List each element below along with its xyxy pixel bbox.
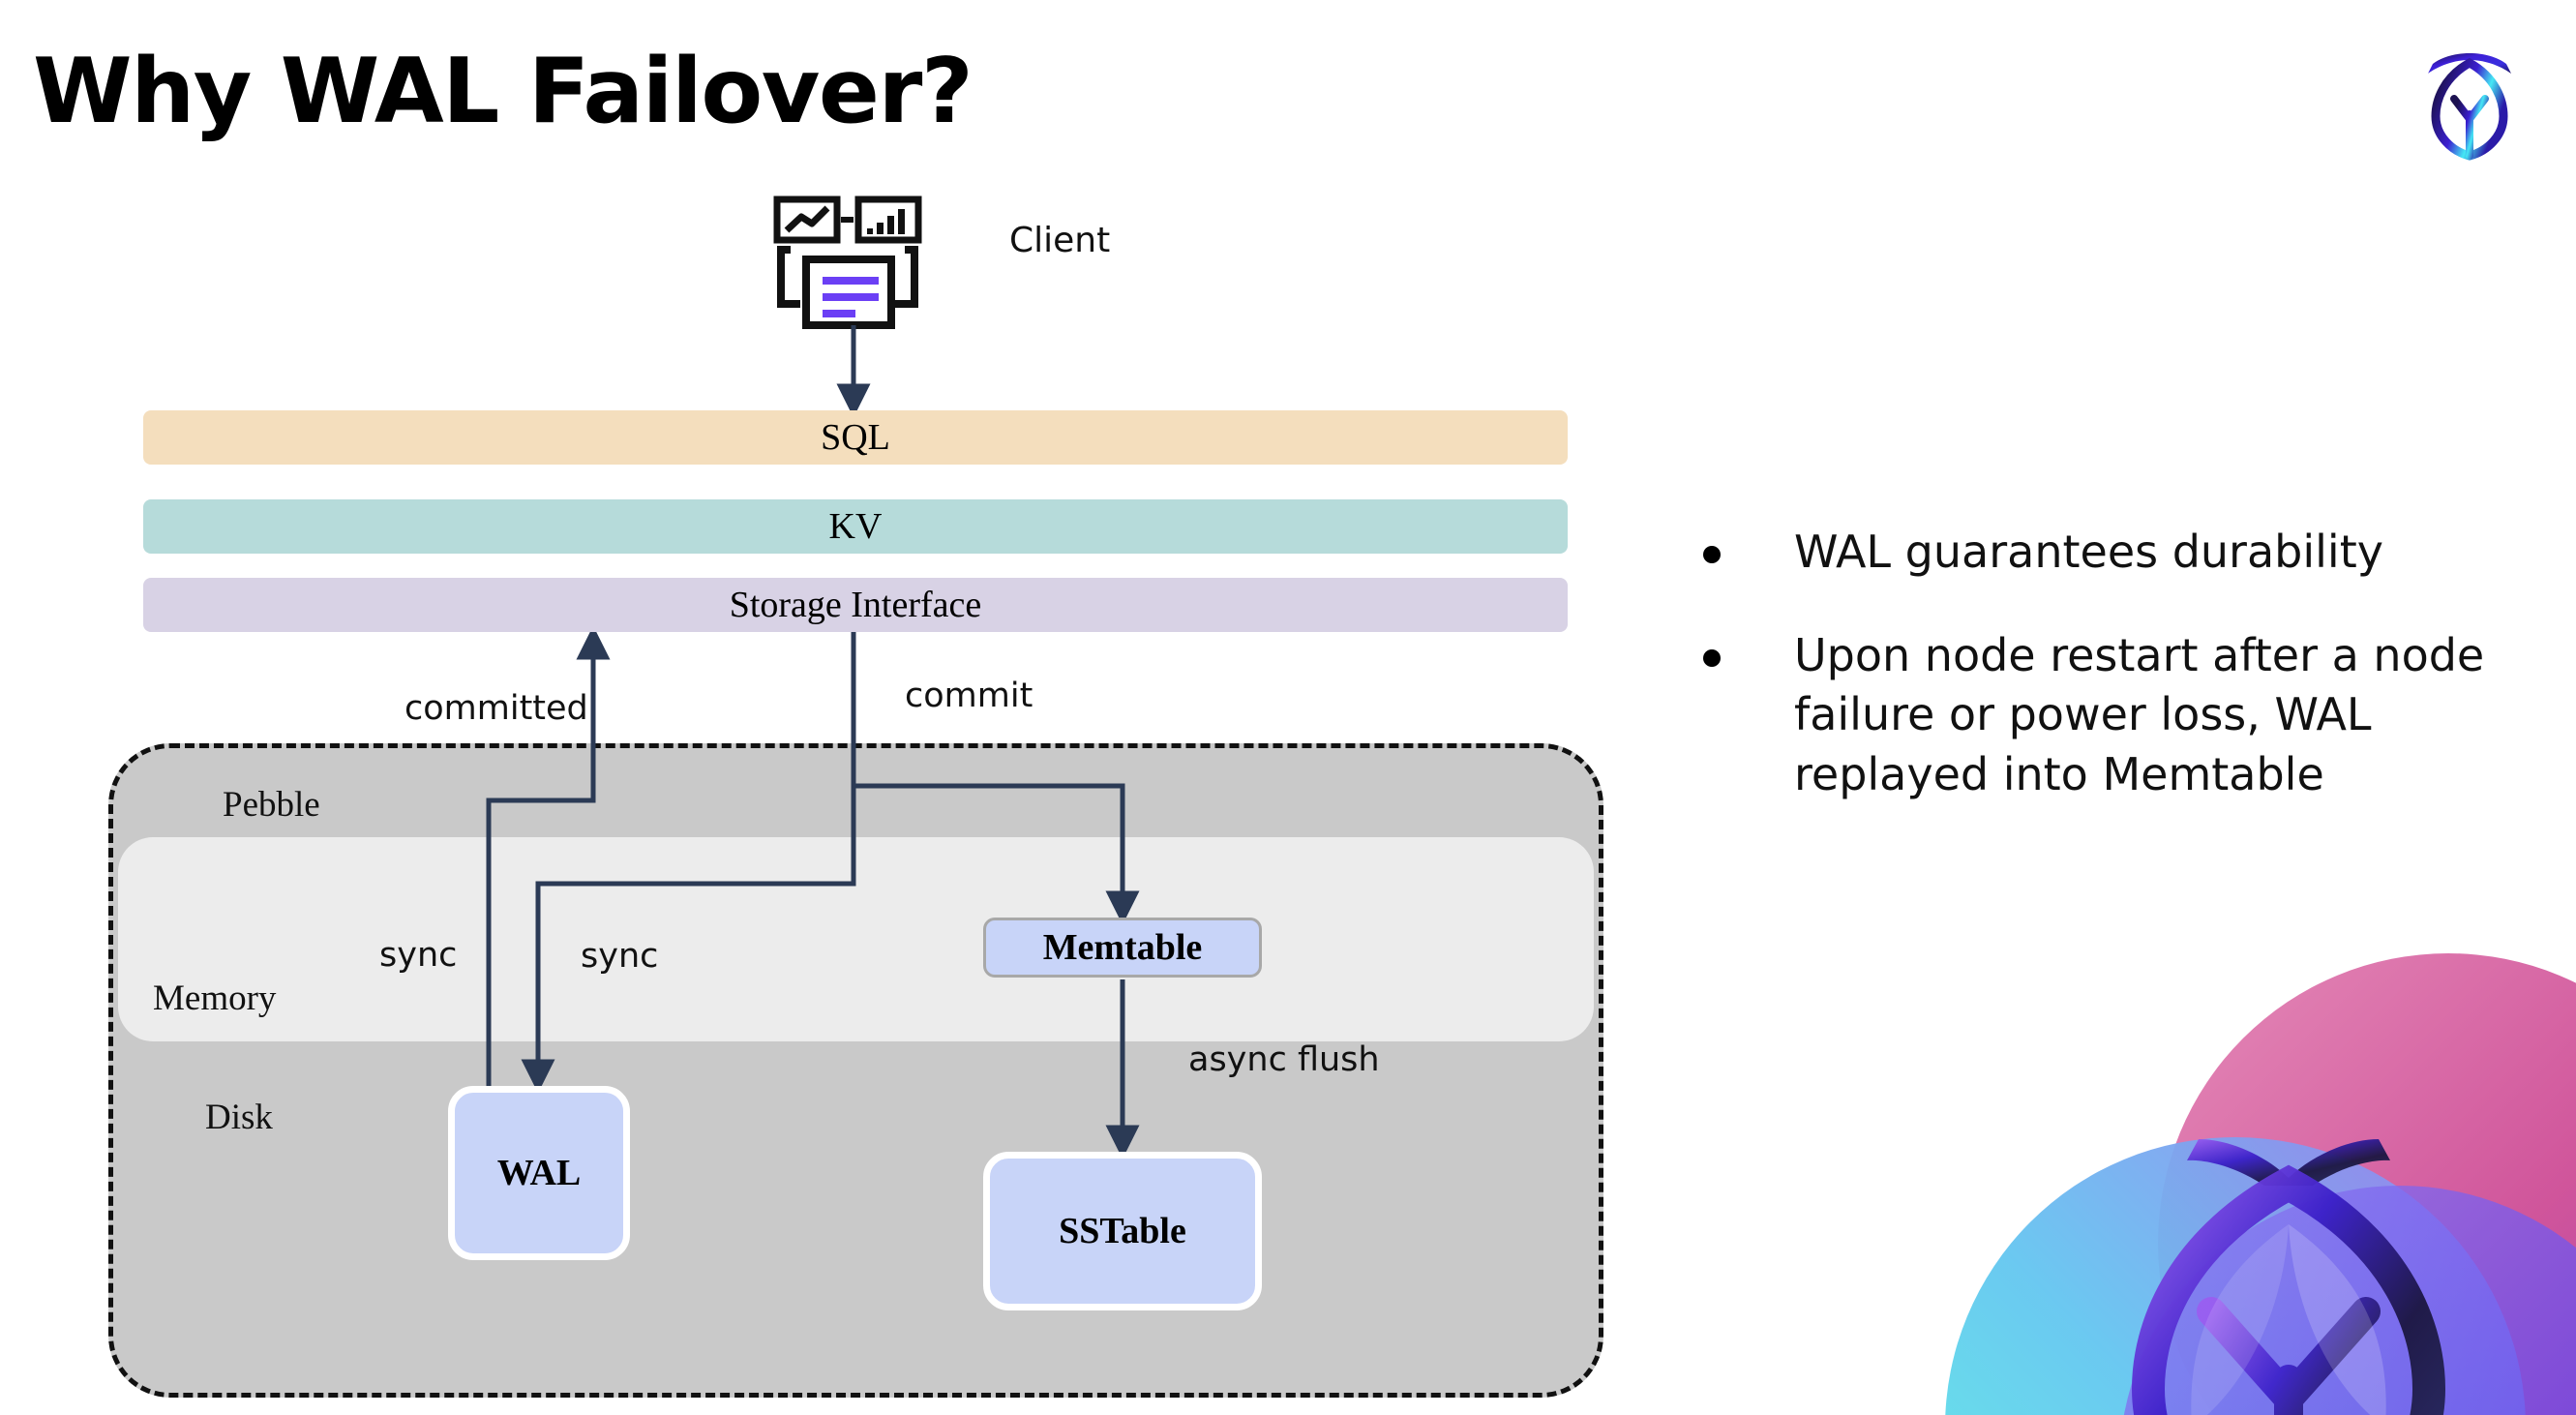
bullet-dot-icon: [1703, 546, 1721, 563]
bullet-dot-icon: [1703, 649, 1721, 668]
node-sstable[interactable]: SSTable: [983, 1152, 1262, 1310]
layer-bar-kv[interactable]: KV: [143, 499, 1568, 554]
cockroachdb-watermark-icon: [1945, 924, 2576, 1415]
list-item: WAL guarantees durability: [1703, 523, 2506, 582]
layer-bar-storage[interactable]: Storage Interface: [143, 578, 1568, 632]
edge-label-sync-right: sync: [581, 937, 659, 976]
page-title: Why WAL Failover?: [33, 39, 973, 143]
node-memtable[interactable]: Memtable: [983, 918, 1262, 978]
bullet-text: WAL guarantees durability: [1794, 526, 2383, 578]
bullet-text: Upon node restart after a node failure o…: [1794, 629, 2485, 800]
list-item: Upon node restart after a node failure o…: [1703, 626, 2506, 804]
edge-label-committed: committed: [404, 689, 588, 728]
pebble-label: Pebble: [223, 785, 320, 825]
edge-label-commit: commit: [905, 677, 1033, 715]
disk-label: Disk: [205, 1098, 273, 1137]
connector-lines: [486, 325, 1140, 1159]
layer-bar-sql[interactable]: SQL: [143, 410, 1568, 465]
client-dashboard-icon: [769, 194, 934, 339]
edge-label-async-flush: async flush: [1188, 1040, 1380, 1079]
cockroachdb-logo-icon: [2407, 27, 2532, 163]
node-wal[interactable]: WAL: [448, 1086, 630, 1260]
edge-label-sync-left: sync: [379, 936, 458, 975]
architecture-diagram: Client Pebble Memory Disk: [108, 194, 1603, 1398]
client-label: Client: [1009, 221, 1111, 260]
memory-label: Memory: [153, 978, 277, 1018]
bullet-list: WAL guarantees durability Upon node rest…: [1703, 523, 2506, 849]
